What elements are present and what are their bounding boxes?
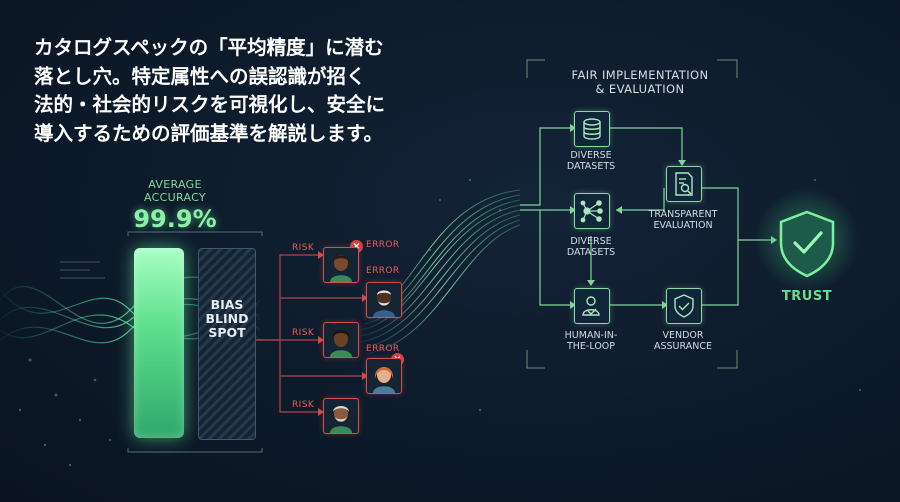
- node-label-line: EVALUATION: [653, 220, 713, 231]
- bias-blind-spot-label: BIAS BLIND SPOT: [198, 298, 256, 340]
- node-label-line: DATASETS: [566, 247, 616, 258]
- bias-line: BLIND: [205, 311, 249, 326]
- headline: カタログスペックの「平均精度」に潜む 落とし穴。特定属性への誤認識が招く 法的・…: [34, 34, 454, 148]
- database-icon: [574, 111, 610, 147]
- decorative-lines: [60, 261, 105, 279]
- shield-check-icon: [666, 288, 702, 324]
- node-label-line: THE-LOOP: [566, 341, 615, 352]
- person-avatar: [366, 358, 402, 394]
- network-icon: [574, 193, 610, 229]
- fair-title-line: & EVALUATION: [595, 82, 685, 96]
- decorative-dots: [18, 178, 862, 467]
- node-label-line: HUMAN-IN-: [564, 330, 618, 341]
- person-avatar: [323, 247, 359, 283]
- node-label: HUMAN-IN- THE-LOOP: [536, 330, 646, 352]
- headline-line: 導入するための評価基準を解説します。: [34, 121, 384, 145]
- flow-connectors: [520, 127, 775, 306]
- accuracy-label-line: ACCURACY: [144, 191, 206, 204]
- fair-frame: [526, 59, 738, 369]
- fair-title-line: FAIR IMPLEMENTATION: [571, 68, 709, 82]
- node-label-line: VENDOR: [662, 330, 704, 341]
- document-search-icon: [666, 166, 702, 202]
- bias-blind-spot-box: [198, 248, 256, 440]
- headline-line: 法的・社会的リスクを可視化し、安全に: [34, 93, 386, 116]
- node-label: DIVERSE DATASETS: [536, 150, 646, 172]
- error-tag: ERROR: [366, 266, 400, 276]
- fair-implementation-title: FAIR IMPLEMENTATION & EVALUATION: [535, 68, 745, 96]
- node-label-line: DATASETS: [566, 161, 616, 172]
- node-label: VENDOR ASSURANCE: [628, 330, 738, 352]
- headline-line: 落とし穴。特定属性への誤認識が招く: [34, 64, 366, 88]
- headline-line: カタログスペックの「平均精度」に潜む: [34, 36, 384, 59]
- node-label: DIVERSE DATASETS: [536, 236, 646, 258]
- bias-line: BIAS: [210, 297, 244, 312]
- person-check-icon: [574, 288, 610, 324]
- accuracy-bar: [134, 248, 184, 438]
- accuracy-bracket: [127, 231, 263, 453]
- accuracy-label: AVERAGE ACCURACY: [120, 178, 230, 204]
- person-avatar: [323, 398, 359, 434]
- person-avatar: [323, 322, 359, 358]
- error-tag: ERROR: [366, 240, 400, 250]
- data-stream: [359, 189, 521, 355]
- error-tag: ERROR: [366, 344, 400, 354]
- risk-tag: RISK: [292, 328, 315, 338]
- bias-line: SPOT: [208, 325, 246, 340]
- person-avatar: [366, 282, 402, 318]
- trust-label: TRUST: [781, 289, 833, 304]
- trust-shield-icon: [755, 188, 859, 292]
- node-label-line: ASSURANCE: [654, 341, 712, 352]
- risk-tag: RISK: [292, 243, 315, 253]
- node-label-line: TRANSPARENT: [648, 209, 718, 220]
- accuracy-value: 99.9%: [133, 205, 217, 233]
- risk-tag: RISK: [292, 400, 315, 410]
- node-label: TRANSPARENT EVALUATION: [628, 209, 738, 231]
- node-label-line: DIVERSE: [570, 150, 612, 161]
- risk-connectors: [254, 254, 362, 413]
- risk-arrowheads: [318, 251, 368, 416]
- accuracy-label-line: AVERAGE: [148, 178, 202, 191]
- node-label-line: DIVERSE: [570, 236, 612, 247]
